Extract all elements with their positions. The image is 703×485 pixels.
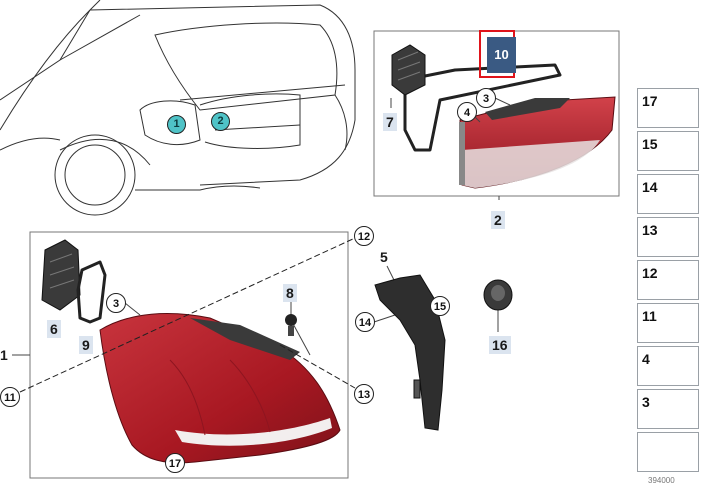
callout-14: 14 bbox=[355, 312, 375, 332]
diagram-id: 394000 bbox=[648, 476, 675, 485]
label-9: 9 bbox=[79, 336, 93, 354]
side-cell-17[interactable]: 17 bbox=[637, 88, 699, 128]
bracket-7 bbox=[391, 44, 426, 96]
label-7: 7 bbox=[383, 113, 397, 131]
side-cell-label: 11 bbox=[642, 308, 657, 324]
label-8: 8 bbox=[283, 284, 297, 302]
side-cell-label: 3 bbox=[642, 394, 650, 410]
pin-8 bbox=[285, 314, 297, 336]
callout-17: 17 bbox=[165, 453, 185, 473]
side-cell-13[interactable]: 13 bbox=[637, 217, 699, 257]
callout-12: 12 bbox=[354, 226, 374, 246]
side-cell-4[interactable]: 4 bbox=[637, 346, 699, 386]
label-1: 1 bbox=[0, 347, 8, 363]
side-cell-label: 13 bbox=[642, 222, 658, 238]
inner-tail-lamp bbox=[459, 96, 616, 189]
label-6: 6 bbox=[47, 320, 61, 338]
side-cell-label: 17 bbox=[642, 93, 658, 109]
callout-3-lower: 3 bbox=[106, 293, 126, 313]
callout-13: 13 bbox=[354, 384, 374, 404]
side-cell-11[interactable]: 11 bbox=[637, 303, 699, 343]
side-cell-label: 4 bbox=[642, 351, 650, 367]
side-cell-label: 14 bbox=[642, 179, 658, 195]
side-cell-label: 12 bbox=[642, 265, 658, 281]
callout-1: 1 bbox=[167, 115, 186, 134]
grommet-16 bbox=[483, 279, 513, 311]
outer-tail-lamp bbox=[99, 313, 341, 464]
callout-11: 11 bbox=[0, 387, 20, 407]
side-cell-14[interactable]: 14 bbox=[637, 174, 699, 214]
side-cell-arrow[interactable] bbox=[637, 432, 699, 472]
side-cell-3[interactable]: 3 bbox=[637, 389, 699, 429]
side-cell-label: 15 bbox=[642, 136, 658, 152]
part-10-label[interactable]: 10 bbox=[487, 37, 516, 73]
label-16: 16 bbox=[489, 336, 511, 354]
side-cell-12[interactable]: 12 bbox=[637, 260, 699, 300]
callout-4: 4 bbox=[457, 102, 477, 122]
callout-15: 15 bbox=[430, 296, 450, 316]
side-cell-15[interactable]: 15 bbox=[637, 131, 699, 171]
car-outline bbox=[0, 0, 356, 216]
bracket-6 bbox=[41, 239, 81, 311]
label-5: 5 bbox=[380, 249, 388, 265]
callout-2: 2 bbox=[211, 112, 230, 131]
label-2: 2 bbox=[491, 211, 505, 229]
bracket-5 bbox=[374, 274, 446, 431]
callout-3-upper: 3 bbox=[476, 88, 496, 108]
